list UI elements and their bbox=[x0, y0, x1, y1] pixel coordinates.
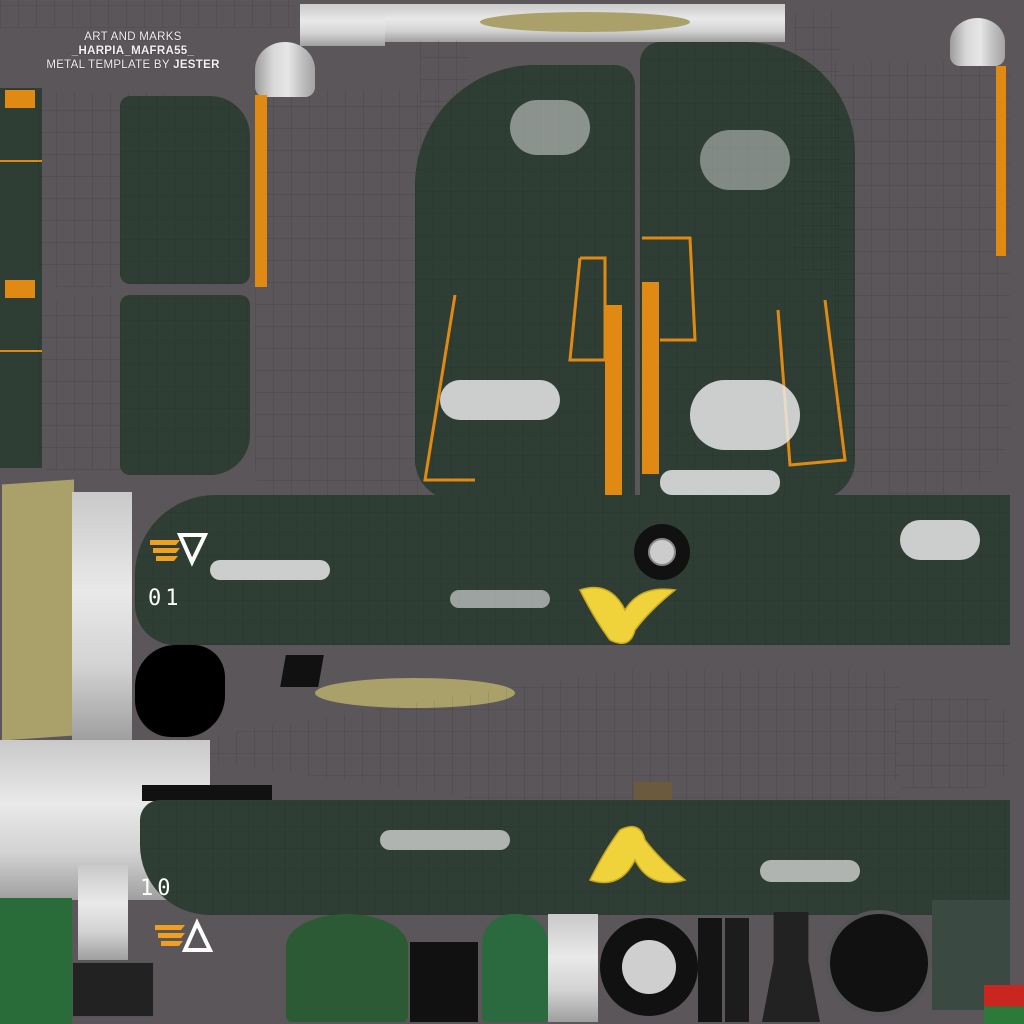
left-orange-line-1 bbox=[0, 160, 42, 162]
fuselage-chip-2 bbox=[450, 590, 550, 608]
wing-center-orange-bar-left bbox=[605, 305, 622, 497]
wing-insignia-upper bbox=[150, 533, 209, 567]
fuselage-number-upper: 01 bbox=[148, 586, 183, 611]
top-olive-spar bbox=[480, 12, 690, 32]
wing-right-orange-stripe bbox=[996, 66, 1006, 256]
wing-left-cap bbox=[255, 42, 315, 97]
left-orange-mark-2 bbox=[5, 280, 35, 298]
aileron-right bbox=[795, 10, 840, 270]
camo-chip-2 bbox=[510, 100, 590, 155]
tailwheel-hub bbox=[648, 538, 676, 566]
wing-right-cap bbox=[950, 18, 1005, 66]
bottom-green-panel bbox=[0, 898, 72, 1024]
bottom-metal-block bbox=[548, 914, 598, 1022]
bottom-red-flag bbox=[984, 985, 1024, 1024]
stabilizer-upper-green bbox=[120, 96, 250, 284]
top-metal-strip-left bbox=[0, 0, 295, 28]
small-black-part bbox=[280, 655, 324, 687]
camo-chip-5 bbox=[660, 470, 780, 495]
metal-strip-left-vertical bbox=[72, 492, 132, 740]
stabilizer-lower-green bbox=[120, 295, 250, 475]
bottom-green-seat bbox=[286, 914, 408, 1022]
wing-insignia-lower bbox=[155, 918, 214, 952]
camo-chip-4 bbox=[700, 130, 790, 190]
fuselage-chip-3 bbox=[900, 520, 980, 560]
fuselage-chip-5 bbox=[760, 860, 860, 882]
cockpit-instrument-panel bbox=[72, 962, 154, 1017]
wing-center-orange-bar-right bbox=[642, 282, 659, 474]
fuselage-chip-4 bbox=[380, 830, 510, 850]
black-disc-part bbox=[135, 645, 225, 737]
exhaust-part bbox=[762, 912, 820, 1022]
left-green-strip bbox=[0, 88, 42, 468]
olive-spar-middle bbox=[315, 678, 515, 708]
credit-line-art: ART AND MARKS bbox=[84, 31, 182, 43]
underside-cowl-metal bbox=[895, 698, 1010, 788]
wing-left-orange-stripe bbox=[255, 95, 267, 287]
camo-chip-3 bbox=[690, 380, 800, 450]
wing-right-metal bbox=[835, 62, 1010, 494]
olive-spar-left bbox=[2, 479, 74, 741]
main-wheel-hub bbox=[622, 940, 676, 994]
bottom-green-door bbox=[482, 914, 548, 1022]
eagle-emblem-lower bbox=[588, 825, 687, 884]
underside-fuselage-metal bbox=[200, 670, 900, 820]
bottom-black-panel bbox=[410, 942, 478, 1022]
left-orange-mark-1 bbox=[5, 90, 35, 108]
tire-tread-strip-1 bbox=[698, 918, 722, 1022]
fuselage-chip-1 bbox=[210, 560, 330, 580]
top-metal-panel bbox=[300, 4, 385, 46]
tire-tread-strip-2 bbox=[725, 918, 749, 1022]
texture-credits: ART AND MARKS _HARPIA_MAFRA55_ METAL TEM… bbox=[18, 30, 248, 72]
bottom-metal-vertical bbox=[78, 865, 128, 960]
fuselage-lower-side bbox=[140, 800, 1010, 915]
eagle-emblem-upper bbox=[578, 586, 677, 645]
credit-line-template: METAL TEMPLATE BY JESTER bbox=[46, 59, 220, 71]
engine-radial-disc bbox=[826, 910, 932, 1016]
fuselage-number-lower: 10 bbox=[140, 876, 175, 901]
credit-line-author: _HARPIA_MAFRA55_ bbox=[71, 45, 195, 57]
black-bar bbox=[142, 785, 272, 801]
camo-chip-1 bbox=[440, 380, 560, 420]
left-orange-line-2 bbox=[0, 350, 42, 352]
